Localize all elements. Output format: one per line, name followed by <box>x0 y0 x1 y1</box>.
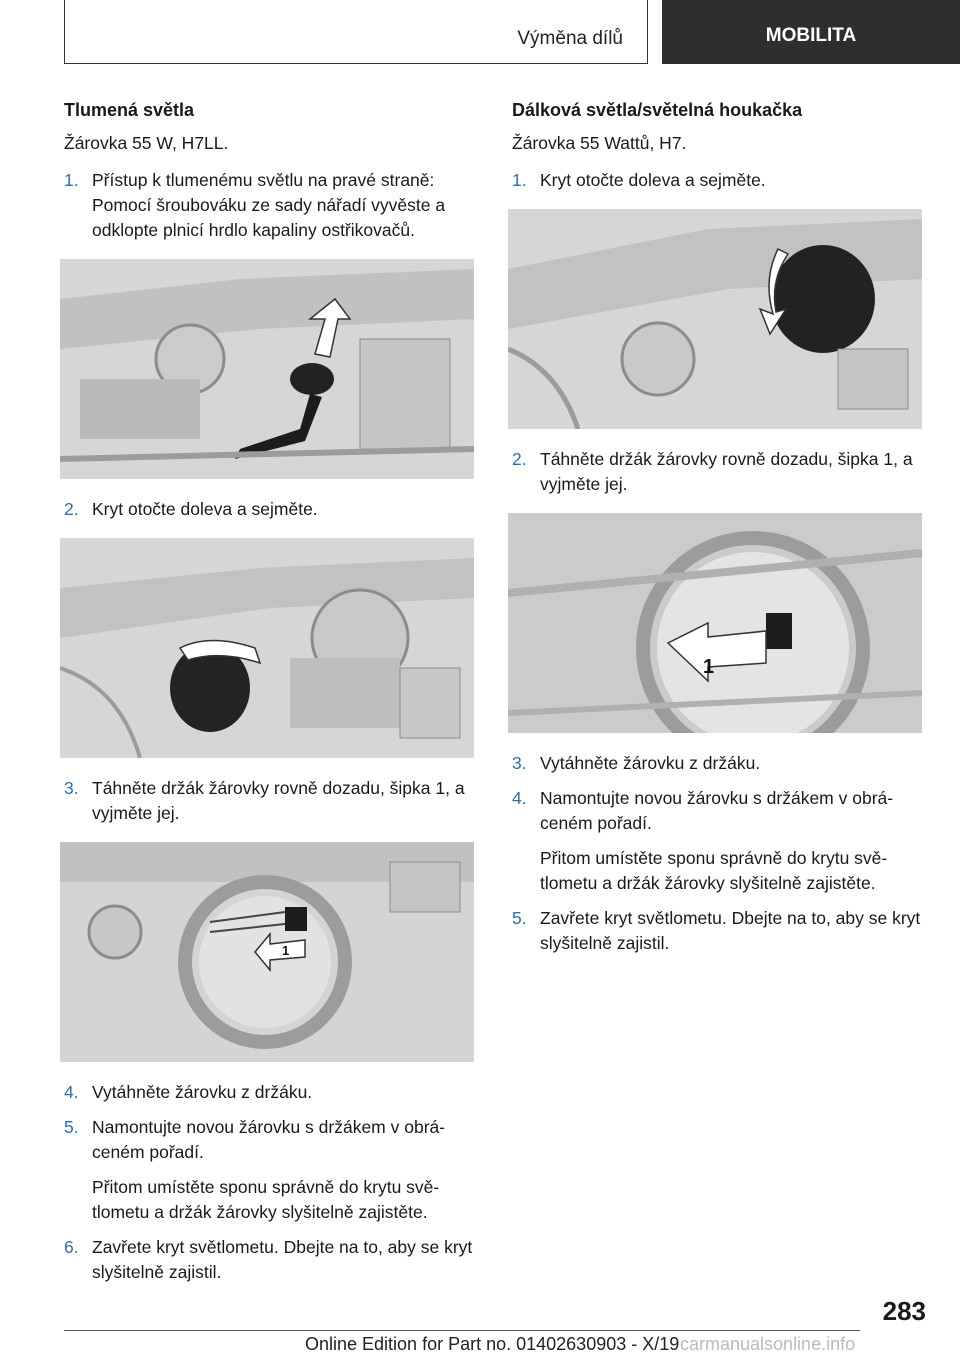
step-text: Kryt otočte doleva a sejměte. <box>92 499 318 519</box>
list-item: 4. Namontujte novou žárovku s držákem v … <box>512 786 926 896</box>
list-item: 6. Zavřete kryt světlometu. Dbejte na to… <box>64 1235 478 1285</box>
step-text: Namontujte novou žárovku s držákem v obr… <box>540 788 894 833</box>
step-text: Namontujte novou žárovku s držákem v obr… <box>92 1117 446 1162</box>
high-beam-heading: Dálková světla/světelná houkačka <box>512 100 803 120</box>
step-text: Vytáhněte žárovku z držáku. <box>540 753 761 773</box>
step-number: 4. <box>64 1082 79 1102</box>
left-column: Tlumená světla Žárovka 55 W, H7LL. 1. Př… <box>60 100 478 1295</box>
low-beam-intro: Žárovka 55 W, H7LL. <box>64 133 229 153</box>
step-number: 5. <box>512 908 527 928</box>
watermark: carmanualsonline.info <box>680 1334 856 1354</box>
list-item: 2. Kryt otočte doleva a sejměte. <box>64 497 478 522</box>
step-text: Zavřete kryt světlometu. Dbejte na to, a… <box>92 1237 473 1282</box>
list-item: 2. Táhněte držák žárovky rovně dozadu, š… <box>512 447 926 497</box>
figure-high-beam-cover <box>508 209 922 429</box>
figure-high-beam-holder: 1 <box>508 513 922 733</box>
header-frame: Výměna dílů <box>64 0 648 64</box>
step-number: 2. <box>64 499 79 519</box>
step-number: 4. <box>512 788 527 808</box>
step-number: 1. <box>512 170 527 190</box>
step-text: Táhněte držák žárovky rovně dozadu, šipk… <box>540 449 913 494</box>
edition-note: Online Edition for Part no. 01402630903 … <box>305 1334 680 1354</box>
figure-low-beam-cover <box>60 538 474 758</box>
step-text: Táhněte držák žárovky rovně dozadu, šipk… <box>92 778 465 823</box>
high-beam-intro: Žárovka 55 Wattů, H7. <box>512 133 687 153</box>
list-item: 5. Zavřete kryt světlometu. Dbejte na to… <box>512 906 926 956</box>
list-item: 3. Vytáhněte žárovku z držáku. <box>512 751 926 776</box>
footer-divider <box>64 1330 860 1331</box>
list-item: 1. Kryt otočte doleva a sejměte. <box>512 168 926 193</box>
section-title: Výměna dílů <box>517 28 623 49</box>
step-text: Kryt otočte doleva a sejměte. <box>540 170 766 190</box>
step-number: 2. <box>512 449 527 469</box>
low-beam-heading: Tlumená světla <box>64 100 195 120</box>
step-number: 5. <box>64 1117 79 1137</box>
step-text: Přístup k tlumenému světlu na pravé stra… <box>92 170 446 240</box>
step-text: Zavřete kryt světlometu. Dbejte na to, a… <box>540 908 921 953</box>
step-number: 3. <box>512 753 527 773</box>
figure-washer-filler <box>60 259 474 479</box>
step-subtext: Přitom umístěte sponu správně do krytu s… <box>92 1177 440 1222</box>
list-item: 4. Vytáhněte žárovku z držáku. <box>64 1080 478 1105</box>
page-number: 283 <box>882 1296 926 1326</box>
figure-low-beam-holder: 1 <box>60 842 474 1062</box>
right-column: Dálková světla/světelná houkačka Žárovka… <box>508 100 926 966</box>
step-subtext: Přitom umístěte sponu správně do krytu s… <box>540 848 888 893</box>
list-item: 1. Přístup k tlumenému světlu na pravé s… <box>64 168 478 243</box>
list-item: 3. Táhněte držák žárovky rovně dozadu, š… <box>64 776 478 826</box>
list-item: 5. Namontujte novou žárovku s držákem v … <box>64 1115 478 1225</box>
step-number: 1. <box>64 170 79 190</box>
step-number: 3. <box>64 778 79 798</box>
arrow-label: 1 <box>282 943 289 958</box>
arrow-label: 1 <box>703 656 714 678</box>
chapter-tab[interactable]: MOBILITA <box>662 0 960 64</box>
step-text: Vytáhněte žárovku z držáku. <box>92 1082 313 1102</box>
step-number: 6. <box>64 1237 79 1257</box>
